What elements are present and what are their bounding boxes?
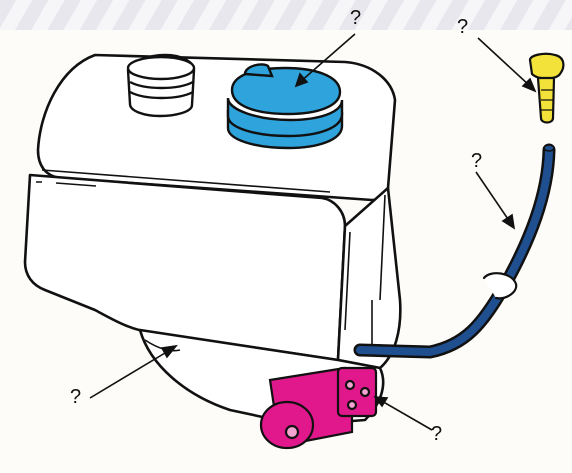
- callout-pump: ?: [431, 424, 442, 444]
- callout-filler-cap: ?: [350, 8, 361, 28]
- washer-pump: [261, 368, 376, 448]
- bolt: [530, 54, 563, 123]
- callout-reservoir: ?: [70, 387, 81, 407]
- callout-bolt: ?: [457, 17, 468, 37]
- callout-hose: ?: [471, 151, 482, 171]
- filler-cap: [228, 64, 342, 148]
- reservoir-neck: [128, 55, 194, 116]
